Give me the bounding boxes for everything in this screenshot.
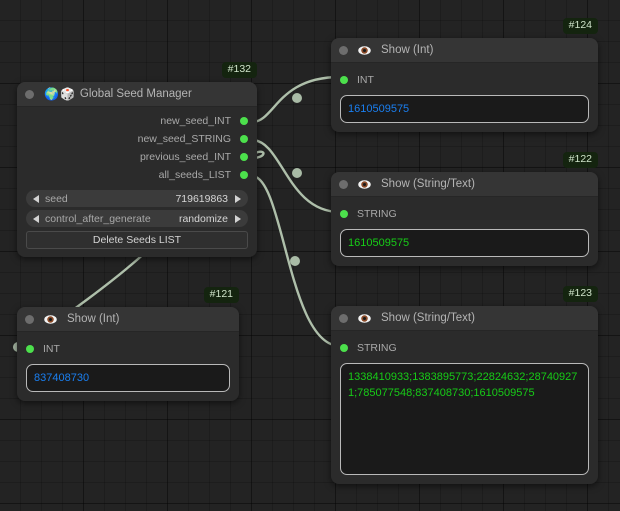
node-show-int-124[interactable]: #124 Show (Int) INT 1610509575	[331, 18, 598, 132]
arrow-left-icon[interactable]	[33, 194, 39, 203]
node-body: STRING 1338410933;1383895773;22824632;28…	[331, 331, 598, 475]
node-show-string-123[interactable]: #123 Show (String/Text) STRING 133841093…	[331, 286, 598, 484]
eye-icon	[44, 314, 57, 324]
output-slot-label: previous_seed_INT	[139, 151, 231, 163]
input-slot-int[interactable]: INT	[331, 69, 598, 91]
node-global-seed-manager[interactable]: #132 🌍 🎲 Global Seed Manager new_seed_IN…	[17, 62, 257, 257]
collapse-dot-icon[interactable]	[339, 45, 348, 55]
eye-icon	[358, 179, 371, 189]
node-title: Show (String/Text)	[381, 312, 475, 324]
node-header[interactable]: Show (String/Text)	[331, 306, 598, 331]
arrow-left-icon[interactable]	[33, 214, 39, 223]
node-body: STRING 1610509575	[331, 197, 598, 257]
value-text: 1338410933;1383895773;22824632;287409271…	[348, 371, 578, 399]
node-title: Show (String/Text)	[381, 178, 475, 190]
node-header[interactable]: 🌍 🎲 Global Seed Manager	[17, 82, 257, 107]
node-body: INT 837408730	[17, 332, 239, 392]
output-slot-new-seed-int[interactable]: new_seed_INT	[17, 112, 257, 130]
node-title: Show (Int)	[67, 313, 120, 325]
node-show-string-122[interactable]: #122 Show (String/Text) STRING 161050957…	[331, 152, 598, 266]
wire-midpoint-dot	[292, 168, 302, 178]
input-slot-string[interactable]: STRING	[331, 337, 598, 359]
collapse-dot-icon[interactable]	[25, 314, 34, 324]
output-slot-all-seeds-list[interactable]: all_seeds_LIST	[17, 166, 257, 184]
input-slot-string[interactable]: STRING	[331, 203, 598, 225]
widget-seed[interactable]: seed 719619863	[26, 190, 248, 207]
node-title: Global Seed Manager	[79, 88, 192, 100]
collapse-dot-icon[interactable]	[339, 313, 348, 323]
widget-value[interactable]: randomize	[178, 212, 228, 225]
wire-midpoint-dot	[292, 93, 302, 103]
value-display-box[interactable]: 1338410933;1383895773;22824632;287409271…	[340, 363, 589, 475]
node-id-badge: #121	[203, 287, 239, 303]
node-title: Show (Int)	[381, 44, 434, 56]
dice-icon: 🎲	[59, 87, 75, 101]
eye-icon	[358, 313, 371, 323]
output-dot-icon[interactable]	[240, 117, 248, 125]
delete-seeds-list-button[interactable]: Delete Seeds LIST	[26, 231, 248, 249]
output-dot-icon[interactable]	[240, 153, 248, 161]
value-text: 1610509575	[348, 103, 410, 115]
collapse-dot-icon[interactable]	[25, 89, 34, 99]
input-slot-int[interactable]: INT	[17, 338, 239, 360]
input-slot-label: STRING	[357, 342, 397, 354]
input-slot-label: INT	[357, 74, 374, 86]
value-text: 837408730	[34, 372, 90, 384]
arrow-right-icon[interactable]	[235, 214, 241, 223]
widget-label: seed	[45, 192, 68, 205]
widget-value[interactable]: 719619863	[175, 192, 228, 205]
button-label: Delete Seeds LIST	[92, 234, 182, 246]
wire-new-seed-int	[251, 75, 341, 124]
output-slot-new-seed-string[interactable]: new_seed_STRING	[17, 130, 257, 148]
node-show-int-121[interactable]: #121 Show (Int) INT 837408730	[17, 287, 239, 401]
value-text: 1610509575	[348, 237, 410, 249]
wire-all-seeds-list	[251, 174, 341, 348]
node-header[interactable]: Show (Int)	[331, 38, 598, 63]
input-dot-icon[interactable]	[26, 345, 34, 353]
output-slot-previous-seed-int[interactable]: previous_seed_INT	[17, 148, 257, 166]
node-id-badge: #122	[562, 152, 598, 168]
node-body: new_seed_INT new_seed_STRING previous_se…	[17, 107, 257, 257]
arrow-right-icon[interactable]	[235, 194, 241, 203]
value-display-box[interactable]: 1610509575	[340, 229, 589, 257]
wire-new-seed-string	[251, 138, 341, 214]
output-dot-icon[interactable]	[240, 171, 248, 179]
value-display-box[interactable]: 1610509575	[340, 95, 589, 123]
widget-label: control_after_generate	[45, 212, 151, 225]
input-dot-icon[interactable]	[340, 344, 348, 352]
output-dot-icon[interactable]	[240, 135, 248, 143]
eye-icon	[358, 45, 371, 55]
output-slot-label: new_seed_INT	[160, 115, 231, 127]
value-display-box[interactable]: 837408730	[26, 364, 230, 392]
input-dot-icon[interactable]	[340, 76, 348, 84]
output-slot-label: all_seeds_LIST	[158, 169, 231, 181]
collapse-dot-icon[interactable]	[339, 179, 348, 189]
wire-midpoint-dot	[290, 256, 300, 266]
input-slot-label: INT	[43, 343, 60, 355]
node-id-badge: #132	[221, 62, 257, 78]
node-header[interactable]: Show (Int)	[17, 307, 239, 332]
input-slot-label: STRING	[357, 208, 397, 220]
widget-control-after-generate[interactable]: control_after_generate randomize	[26, 210, 248, 227]
output-slot-label: new_seed_STRING	[137, 133, 231, 145]
node-id-badge: #124	[562, 18, 598, 34]
node-body: INT 1610509575	[331, 63, 598, 123]
node-id-badge: #123	[562, 286, 598, 302]
input-dot-icon[interactable]	[340, 210, 348, 218]
node-header[interactable]: Show (String/Text)	[331, 172, 598, 197]
globe-icon: 🌍	[44, 87, 59, 101]
